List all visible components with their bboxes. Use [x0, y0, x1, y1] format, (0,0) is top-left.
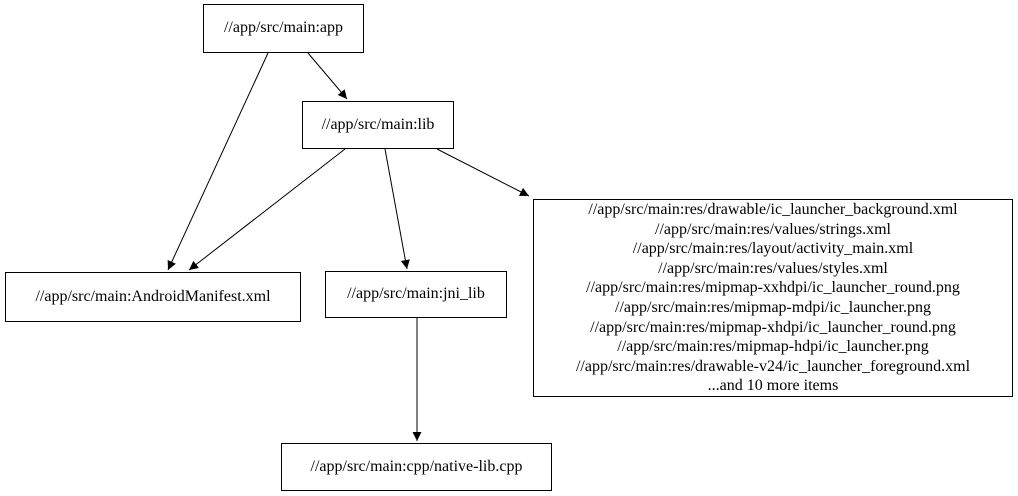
node-native-cpp: //app/src/main:cpp/native-lib.cpp [281, 443, 552, 491]
node-app: //app/src/main:app [203, 4, 364, 53]
res-file-label: //app/src/main:res/mipmap-xxhdpi/ic_laun… [586, 279, 960, 297]
edge-lib-jnilib [384, 148, 410, 270]
node-android-manifest-label: //app/src/main:AndroidManifest.xml [35, 287, 271, 305]
node-lib: //app/src/main:lib [302, 101, 454, 149]
node-lib-label: //app/src/main:lib [321, 115, 435, 133]
node-jni-lib: //app/src/main:jni_lib [325, 271, 507, 318]
res-file-label: //app/src/main:res/layout/activity_main.… [632, 240, 914, 258]
res-file-label: //app/src/main:res/mipmap-mdpi/ic_launch… [615, 299, 931, 316]
edge-app-manifest [167, 52, 269, 271]
node-android-manifest: //app/src/main:AndroidManifest.xml [5, 272, 301, 322]
res-file-label: //app/src/main:res/drawable-v24/ic_launc… [575, 357, 971, 375]
res-file-label: //app/src/main:res/drawable/ic_launcher_… [588, 201, 958, 219]
node-jni-lib-label: //app/src/main:jni_lib [347, 285, 485, 303]
edge-lib-res [436, 148, 530, 197]
res-file-label: //app/src/main:res/values/strings.xml [655, 220, 891, 238]
node-native-cpp-label: //app/src/main:cpp/native-lib.cpp [310, 457, 523, 475]
node-app-label: //app/src/main:app [223, 19, 344, 37]
res-file-label: //app/src/main:res/mipmap-xhdpi/ic_launc… [590, 318, 956, 336]
res-more-items-label: ...and 10 more items [707, 377, 839, 395]
res-file-label: //app/src/main:res/mipmap-hdpi/ic_launch… [617, 338, 929, 356]
node-res-group: //app/src/main:res/drawable/ic_launcher_… [533, 199, 1013, 397]
res-file-label: //app/src/main:res/values/styles.xml [658, 259, 888, 277]
edge-lib-manifest [188, 148, 346, 271]
edge-app-lib [307, 52, 348, 100]
